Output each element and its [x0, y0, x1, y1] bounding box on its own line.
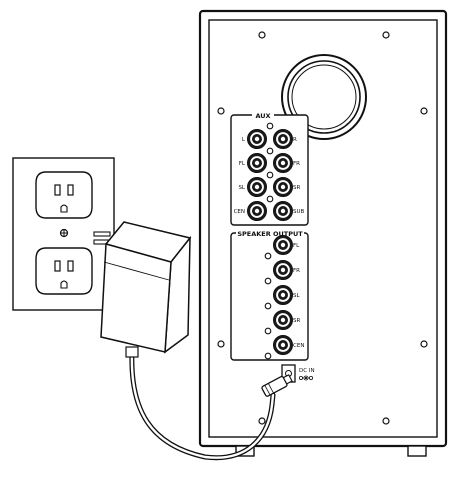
- aux-left-label: FL: [239, 161, 246, 167]
- screw-icon: [258, 417, 266, 425]
- aux-indicator-ring: [266, 147, 274, 155]
- speaker-output-label: SL: [293, 293, 300, 299]
- screw-icon: [382, 417, 390, 425]
- speaker-output-panel: SPEAKER OUTPUT FL FR SL SR CEN: [230, 229, 309, 361]
- aux-right-label: SR: [293, 185, 300, 191]
- speaker-output-label: FL: [293, 243, 300, 249]
- speaker-output-jack: [273, 260, 293, 280]
- aux-jack-left: [247, 129, 267, 149]
- speaker-output-jack: [273, 235, 293, 255]
- power-adapter-icon: [93, 221, 192, 354]
- speaker-output-indicator-ring: [264, 277, 272, 285]
- dc-polarity-icon: [298, 375, 313, 381]
- screw-icon: [420, 107, 428, 115]
- speaker-output-jack: [273, 285, 293, 305]
- aux-jack-right: [273, 129, 293, 149]
- upper-receptacle-icon: [35, 171, 93, 219]
- speaker-output-jack: [273, 335, 293, 355]
- speaker-output-indicator-ring: [264, 352, 272, 360]
- speaker-output-label: SR: [293, 318, 300, 324]
- aux-jack-right: [273, 201, 293, 221]
- aux-jack-right: [273, 177, 293, 197]
- aux-jack-left: [247, 177, 267, 197]
- aux-right-label: FR: [293, 161, 300, 167]
- aux-indicator-ring: [266, 195, 274, 203]
- speaker-output-indicator-ring: [264, 302, 272, 310]
- screw-icon: [382, 31, 390, 39]
- screw-icon: [258, 31, 266, 39]
- lower-receptacle-icon: [35, 247, 93, 295]
- speaker-output-label: CEN: [293, 343, 304, 349]
- aux-jack-left: [247, 153, 267, 173]
- dc-plug-icon: [261, 374, 293, 397]
- speaker-output-label: FR: [293, 268, 300, 274]
- aux-jack-right: [273, 153, 293, 173]
- aux-indicator-ring: [266, 122, 274, 130]
- screw-icon: [420, 340, 428, 348]
- adapter-strain-relief: [125, 346, 139, 358]
- aux-left-label: CEN: [234, 209, 245, 215]
- cabinet-foot-right: [407, 445, 427, 457]
- screw-icon: [217, 340, 225, 348]
- aux-title: AUX: [255, 112, 270, 120]
- aux-jack-left: [247, 201, 267, 221]
- speaker-output-indicator-ring: [264, 327, 272, 335]
- speaker-output-title-bg: [236, 229, 304, 237]
- aux-right-label: R: [293, 137, 297, 143]
- aux-panel: AUX L R FL FR SL SR CEN SUB: [230, 111, 309, 226]
- aux-left-label: SL: [238, 185, 245, 191]
- aux-indicator-ring: [266, 171, 274, 179]
- aux-title-bg: [252, 111, 274, 119]
- aux-left-label: L: [242, 137, 246, 143]
- speaker-output-title: SPEAKER OUTPUT: [237, 230, 303, 238]
- speaker-output-indicator-ring: [264, 252, 272, 260]
- outlet-screw-icon: [59, 228, 69, 238]
- screw-icon: [217, 107, 225, 115]
- aux-right-label: SUB: [293, 209, 305, 215]
- dc-in-label: DC IN: [299, 368, 315, 374]
- adapter-cable: [129, 349, 276, 461]
- speaker-output-jack: [273, 310, 293, 330]
